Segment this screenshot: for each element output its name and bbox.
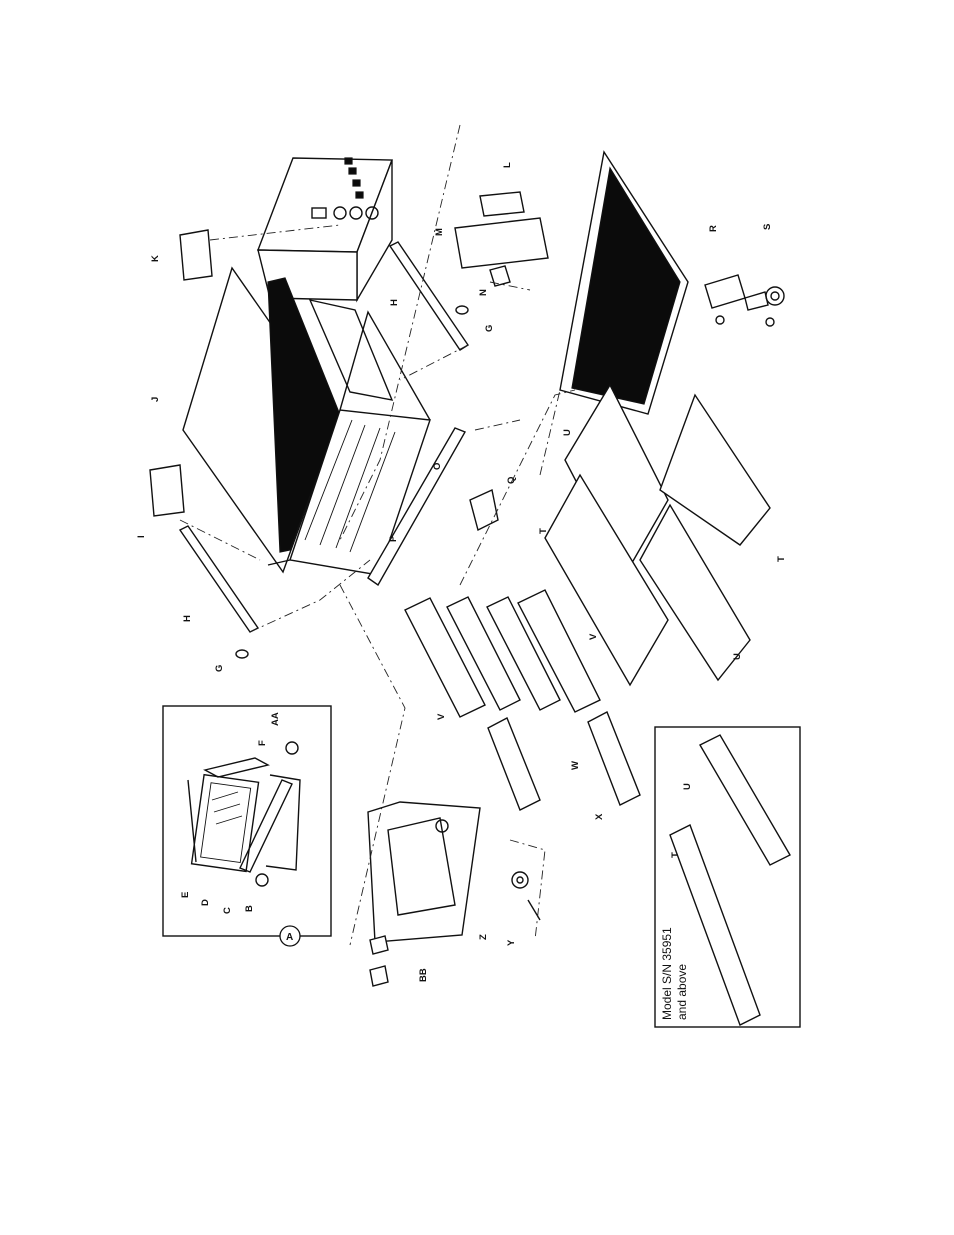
rack-x-1 — [487, 717, 541, 811]
door-assembly — [367, 801, 541, 943]
heating-element-panel — [267, 277, 341, 553]
label-c: C — [222, 907, 233, 914]
inset-shelf-u — [699, 734, 791, 866]
label-s: S — [762, 224, 773, 230]
rack-w-2 — [486, 596, 561, 711]
model-note-line1: Model S/N 35951 — [660, 927, 674, 1020]
fastener-g-left — [235, 649, 249, 659]
control-box — [256, 157, 394, 303]
fastener-g-right — [455, 305, 469, 315]
label-f: F — [257, 740, 268, 746]
hinge-bb-1 — [369, 935, 389, 955]
label-p: P — [388, 535, 399, 542]
rack-x-2 — [587, 711, 641, 806]
end-cap-k — [179, 229, 213, 281]
inset-shelf-t — [669, 824, 761, 1026]
oven-chamber — [267, 299, 431, 576]
label-t-1: T — [538, 528, 549, 534]
label-t-2: T — [776, 556, 787, 562]
leg-assembly — [704, 274, 785, 327]
label-w: W — [570, 761, 581, 770]
model-note-line2: and above — [675, 964, 689, 1020]
bracket-m — [454, 217, 549, 269]
label-x: X — [594, 813, 605, 820]
label-h-right: H — [389, 299, 400, 306]
bracket-l — [479, 191, 525, 217]
label-h-left: H — [182, 615, 193, 622]
label-bb: BB — [418, 968, 429, 982]
label-v-2: V — [588, 633, 599, 640]
end-cap-i — [149, 464, 185, 517]
label-g-left: G — [214, 665, 225, 672]
label-e: E — [180, 892, 191, 898]
clip-n — [489, 265, 511, 287]
shelf-t-upper — [544, 473, 669, 687]
label-l: L — [502, 162, 513, 168]
label-aa: AA — [270, 712, 281, 726]
detail-a-callout-label: A — [286, 932, 293, 943]
part-labels: J K I H H G G L M N O P Q R S T T U U V … — [136, 162, 787, 982]
label-b: B — [244, 905, 255, 912]
label-u-1: U — [562, 429, 573, 436]
detail-a-frame — [162, 705, 332, 937]
side-rail-right — [388, 241, 469, 351]
label-j: J — [150, 397, 161, 402]
assembly-lines — [179, 124, 576, 946]
label-k: K — [150, 255, 161, 262]
bottom-heating-element — [559, 150, 689, 415]
detail-a-door-assembly — [187, 741, 301, 887]
rack-v-right — [517, 589, 601, 713]
bracket-q — [469, 488, 499, 532]
label-r: R — [708, 225, 719, 232]
label-q: Q — [506, 477, 517, 484]
label-u-inset: U — [682, 783, 693, 790]
bottom-rail — [367, 427, 467, 587]
rack-v-left — [404, 597, 486, 718]
detail-a-callout-circle — [279, 925, 301, 947]
shelf-u-lower — [639, 503, 751, 682]
label-u-2: U — [732, 653, 743, 660]
label-n: N — [478, 289, 489, 296]
label-y: Y — [506, 939, 517, 946]
shelf-t-lower — [659, 393, 771, 546]
model-inset-frame — [654, 726, 801, 1028]
label-g-right: G — [484, 325, 495, 332]
label-o: O — [432, 463, 443, 470]
label-v-1: V — [436, 713, 447, 720]
label-z: Z — [478, 934, 489, 940]
hinge-bb-2 — [369, 965, 389, 987]
label-d: D — [200, 899, 211, 906]
label-m: M — [434, 228, 445, 236]
label-t-inset: T — [670, 852, 681, 858]
label-i: I — [136, 535, 147, 538]
rack-w-1 — [446, 596, 521, 711]
